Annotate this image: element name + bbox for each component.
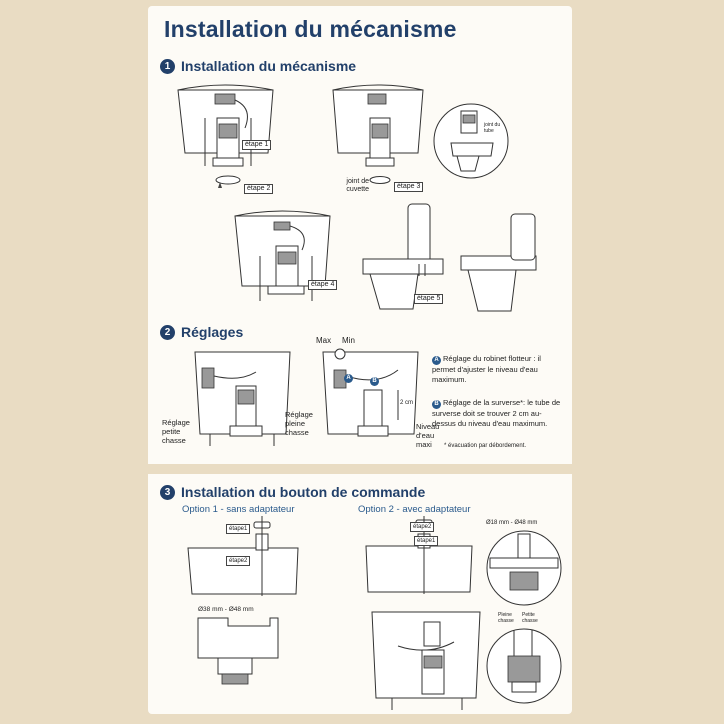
label-etape-3: étape 3	[394, 182, 424, 192]
section-divider	[148, 464, 572, 474]
section-1-header: 1 Installation du mécanisme	[160, 58, 356, 74]
badge-a: A	[344, 374, 353, 383]
label-etape-2: étape 2	[244, 184, 274, 194]
option-2-title: Option 2 - avec adaptateur	[358, 504, 471, 515]
illustration-tank-adjust-left	[194, 351, 291, 446]
section-number: 1	[160, 58, 175, 74]
label-opt1-etape1: étape1	[226, 524, 251, 534]
note-a-text: Réglage du robinet flotteur : il permet …	[432, 354, 541, 384]
illustration-detail-circle	[433, 103, 509, 179]
page-title: Installation du mécanisme	[164, 16, 457, 42]
section-2-header: 2 Réglages	[160, 324, 243, 340]
section-number: 3	[160, 484, 175, 500]
label-etape-5: étape 5	[414, 294, 444, 304]
illustration-option1-button	[187, 516, 299, 596]
label-petite-chasse: Petite chasse	[522, 612, 538, 624]
label-two-cm: 2 cm	[400, 400, 414, 406]
label-niveau-eau-maxi: Niveau d'eau maxi	[416, 422, 440, 449]
section-title: Installation du bouton de commande	[181, 484, 426, 500]
illustration-toilet-step5	[362, 203, 444, 310]
illustration-option1-detail	[197, 617, 279, 685]
label-etape-1: étape 1	[242, 140, 272, 150]
note-footnote: * évacuation par débordement.	[444, 443, 527, 449]
illustration-tank-step1	[177, 84, 274, 188]
note-b-badge: B	[432, 400, 441, 409]
option-1-title: Option 1 - sans adaptateur	[182, 504, 295, 515]
section-number: 2	[160, 324, 175, 340]
illustration-tank-step4	[234, 210, 331, 301]
label-etape-4: étape 4	[308, 280, 338, 290]
label-reglage-petite-chasse: Réglage petite chasse	[162, 418, 190, 445]
note-a-badge: A	[432, 356, 441, 365]
badge-b: B	[370, 377, 379, 386]
instruction-sheet: Installation du mécanisme 1 Installation…	[148, 6, 572, 714]
label-max: Max	[316, 336, 332, 345]
label-opt1-etape2: étape2	[226, 556, 251, 566]
label-reglage-pleine-chasse: Réglage pleine chasse	[285, 410, 313, 437]
illustration-tank-adjust-right	[322, 348, 419, 437]
label-opt2-etape2: étape2	[410, 522, 435, 532]
illustration-tank-step3	[332, 84, 424, 184]
illustration-tank-with-button	[371, 611, 481, 710]
section-3-header: 3 Installation du bouton de commande	[160, 484, 425, 500]
label-opt2-etape1: étape1	[414, 536, 439, 546]
label-pleine-chasse: Pleine chasse	[498, 612, 514, 624]
label-diameter-range-1: Ø38 mm - Ø48 mm	[198, 606, 254, 613]
label-diameter-range-2: Ø18 mm - Ø48 mm	[486, 520, 538, 526]
illustration-option2-detail-circle	[486, 530, 562, 606]
label-joint-cuvette: joint de cuvette	[346, 178, 369, 193]
label-min: Min	[342, 336, 355, 345]
note-b-text: Réglage de la surverse*: le tube de surv…	[432, 398, 561, 428]
illustration-toilet-complete	[460, 213, 537, 312]
illustration-flush-detail-circle	[486, 628, 562, 704]
section-title: Installation du mécanisme	[181, 58, 357, 74]
label-joint-tube: joint du tube	[484, 122, 501, 134]
section-title: Réglages	[181, 324, 244, 340]
